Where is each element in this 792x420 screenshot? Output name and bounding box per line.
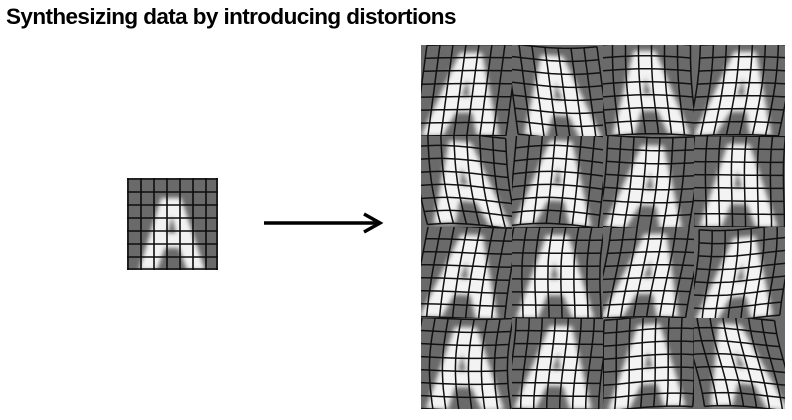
source-letter-image bbox=[127, 178, 218, 270]
distorted-sample-tile bbox=[694, 227, 785, 318]
distorted-sample-tile bbox=[512, 136, 603, 227]
distorted-sample-tile bbox=[512, 318, 603, 409]
distorted-sample-tile bbox=[421, 136, 512, 227]
distorted-sample-tile bbox=[603, 318, 694, 409]
right-arrow-icon bbox=[264, 212, 384, 238]
distorted-sample-tile bbox=[603, 136, 694, 227]
distorted-sample-tile bbox=[603, 227, 694, 318]
distorted-sample-tile bbox=[694, 45, 785, 136]
distorted-sample-tile bbox=[512, 45, 603, 136]
slide-title: Synthesizing data by introducing distort… bbox=[6, 4, 456, 29]
distorted-sample-tile bbox=[421, 318, 512, 409]
distorted-sample-tile bbox=[421, 45, 512, 136]
distorted-sample-tile bbox=[694, 318, 785, 409]
distorted-sample-tile bbox=[512, 227, 603, 318]
distorted-sample-tile bbox=[694, 136, 785, 227]
distorted-samples-grid bbox=[421, 45, 785, 409]
distorted-sample-tile bbox=[603, 45, 694, 136]
distorted-sample-tile bbox=[421, 227, 512, 318]
